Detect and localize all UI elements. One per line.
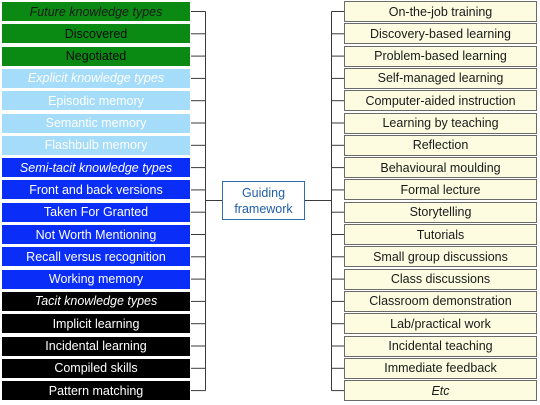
knowledge-item: Not Worth Mentioning [1, 224, 191, 245]
learning-method-item: Formal lecture [344, 179, 537, 201]
knowledge-heading: Explicit knowledge types [1, 67, 191, 89]
knowledge-item: Incidental learning [1, 335, 191, 357]
knowledge-heading: Tacit knowledge types [1, 290, 191, 312]
knowledge-item: Flashbulb memory [1, 134, 191, 156]
knowledge-item: Working memory [1, 268, 191, 290]
guiding-framework-line2: framework [234, 201, 293, 216]
learning-method-item: Incidental teaching [344, 335, 537, 357]
knowledge-item: Recall versus recognition [1, 246, 191, 268]
learning-method-item: Tutorials [344, 224, 537, 245]
learning-method-item: Immediate feedback [344, 357, 537, 379]
knowledge-item: Pattern matching [1, 380, 191, 402]
knowledge-item: Semantic memory [1, 112, 191, 134]
knowledge-heading: Semi-tacit knowledge types [1, 157, 191, 179]
knowledge-item: Implicit learning [1, 313, 191, 335]
knowledge-item: Taken For Granted [1, 201, 191, 223]
learning-method-item: Problem-based learning [344, 45, 537, 67]
learning-method-item: Etc [344, 380, 537, 402]
knowledge-item: Front and back versions [1, 179, 191, 201]
learning-method-item: Lab/practical work [344, 313, 537, 335]
learning-method-item: Small group discussions [344, 246, 537, 268]
knowledge-item: Compiled skills [1, 357, 191, 379]
knowledge-heading: Future knowledge types [1, 1, 191, 22]
learning-method-item: On-the-job training [344, 1, 537, 22]
learning-method-item: Reflection [344, 134, 537, 156]
knowledge-item: Negotiated [1, 45, 191, 67]
learning-method-item: Classroom demonstration [344, 290, 537, 312]
learning-method-item: Computer-aided instruction [344, 90, 537, 112]
learning-method-item: Class discussions [344, 268, 537, 290]
guiding-framework-box: Guiding framework [222, 181, 305, 220]
learning-method-item: Self-managed learning [344, 67, 537, 89]
learning-method-item: Learning by teaching [344, 112, 537, 134]
learning-method-item: Storytelling [344, 201, 537, 223]
knowledge-item: Episodic memory [1, 90, 191, 112]
guiding-framework-line1: Guiding [241, 185, 286, 200]
learning-method-item: Discovery-based learning [344, 23, 537, 45]
learning-method-item: Behavioural moulding [344, 157, 537, 179]
knowledge-item: Discovered [1, 23, 191, 45]
